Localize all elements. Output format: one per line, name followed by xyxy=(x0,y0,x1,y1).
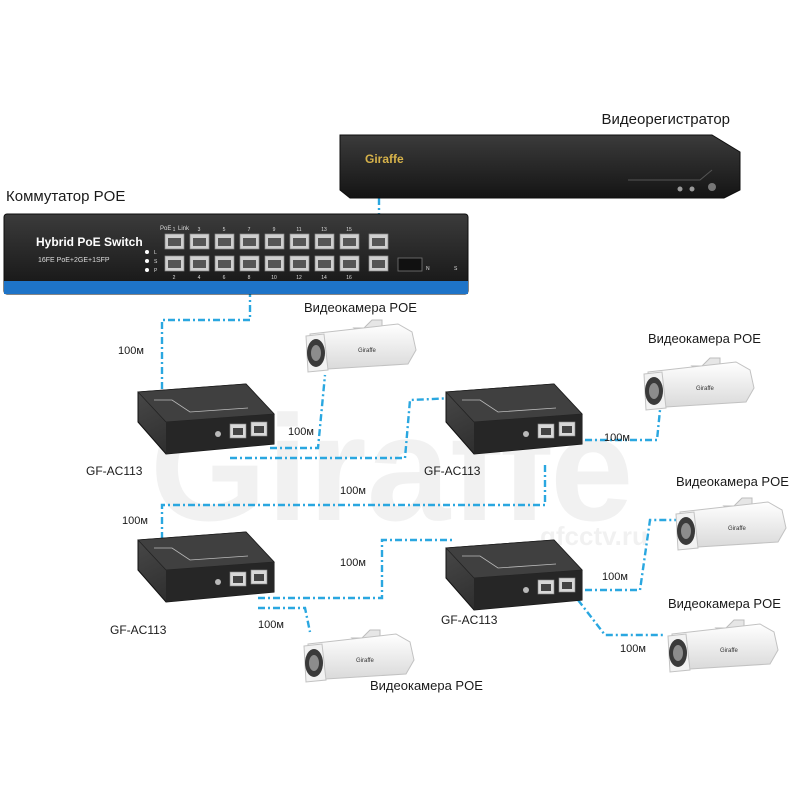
switch-port xyxy=(164,255,185,272)
switch-port xyxy=(189,233,210,250)
link-extender-4-camera-3 xyxy=(570,518,678,592)
distance-label: 100м xyxy=(340,557,366,569)
nvr-led-icon xyxy=(689,186,695,192)
distance-label: 100м xyxy=(604,432,630,444)
switch-port-number: 12 xyxy=(296,275,302,281)
nvr-brand: Giraffe xyxy=(365,152,404,166)
link-extender-3-extender-4 xyxy=(258,538,455,600)
camera-2: Giraffe xyxy=(643,357,755,411)
switch-port-number: 3 xyxy=(198,227,201,233)
switch-port-number: 15 xyxy=(346,227,352,233)
switch-port-number: 13 xyxy=(321,227,327,233)
switch-port-number: 8 xyxy=(248,275,251,281)
switch-indicators: L S P xyxy=(145,250,158,274)
distance-label: 100м xyxy=(620,643,646,655)
switch-port xyxy=(164,233,185,250)
camera-3-label: Видеокамера POE xyxy=(676,474,789,489)
switch-poe-label: PoE xyxy=(160,226,171,232)
camera-brand: Giraffe xyxy=(720,648,739,654)
switch-port-number: 2 xyxy=(173,275,176,281)
switch-port-number: 6 xyxy=(223,275,226,281)
switch-indicator-label: L xyxy=(154,250,157,256)
camera-brand: Giraffe xyxy=(356,658,375,664)
switch-port xyxy=(264,233,285,250)
camera-3: Giraffe xyxy=(675,497,787,551)
switch-port xyxy=(189,255,210,272)
nvr-device: Giraffe xyxy=(339,134,741,199)
link-extender-2-extender-3 xyxy=(160,465,547,545)
extender-4-label: GF-AC113 xyxy=(441,613,498,627)
poe-switch-device: Hybrid PoE Switch 16FE PoE+2GE+1SFP PoE … xyxy=(3,213,469,295)
switch-port xyxy=(264,255,285,272)
switch-port xyxy=(289,233,310,250)
switch-indicator-label: S xyxy=(154,259,158,265)
switch-port-number: 11 xyxy=(296,227,301,233)
distance-label: 100м xyxy=(602,571,628,583)
switch-port-number: 14 xyxy=(321,275,327,281)
link-switch-extender-1 xyxy=(160,290,252,390)
distance-label: 100м xyxy=(118,345,144,357)
switch-link-label: Link xyxy=(178,226,190,232)
camera-2-label: Видеокамера POE xyxy=(648,331,761,346)
switch-port xyxy=(314,233,335,250)
sfp-label: S xyxy=(454,266,458,272)
switch-port-number: 5 xyxy=(223,227,226,233)
camera-1: Giraffe xyxy=(305,319,417,373)
link-extender-2-camera-2 xyxy=(570,409,662,442)
extender-1-label: GF-AC113 xyxy=(86,464,143,478)
distance-label: 100м xyxy=(258,619,284,631)
extender-1 xyxy=(137,383,275,455)
extender-4 xyxy=(445,539,583,611)
link-extender-1-extender-2 xyxy=(230,396,456,460)
switch-brand: Hybrid PoE Switch xyxy=(36,235,143,249)
nvr-power-icon xyxy=(708,183,716,191)
nvr-title: Видеорегистратор xyxy=(602,111,730,128)
distance-label: 100м xyxy=(122,515,148,527)
camera-brand: Giraffe xyxy=(696,386,715,392)
camera-brand: Giraffe xyxy=(358,348,377,354)
camera-5-label: Видеокамера POE xyxy=(370,678,483,693)
switch-port xyxy=(289,255,310,272)
switch-port-number: 10 xyxy=(271,275,277,281)
switch-port xyxy=(314,255,335,272)
switch-stripe xyxy=(4,281,468,294)
sfp-port xyxy=(397,257,423,272)
switch-port xyxy=(339,255,360,272)
switch-port-number: 1 xyxy=(173,227,176,233)
camera-brand: Giraffe xyxy=(728,526,747,532)
switch-port-number: 7 xyxy=(248,227,251,233)
switch-port-number: 16 xyxy=(346,275,352,281)
camera-4-label: Видеокамера POE xyxy=(668,596,781,611)
distance-label: 100м xyxy=(340,485,366,497)
switch-port xyxy=(339,233,360,250)
extender-2 xyxy=(445,383,583,455)
camera-4: Giraffe xyxy=(667,619,779,673)
switch-title: Коммутатор POE xyxy=(6,188,125,205)
switch-port xyxy=(214,255,235,272)
camera-1-label: Видеокамера POE xyxy=(304,300,417,315)
camera-5: Giraffe xyxy=(303,629,415,683)
extender-3 xyxy=(137,531,275,603)
connection-links xyxy=(160,198,678,637)
uplink-port xyxy=(368,255,389,272)
switch-port-number: 4 xyxy=(198,275,201,281)
link-extender-1-camera-1 xyxy=(270,374,327,450)
switch-port xyxy=(214,233,235,250)
distance-label: 100м xyxy=(288,426,314,438)
nvr-led-icon xyxy=(677,186,683,192)
link-extender-4-camera-4 xyxy=(577,599,665,637)
switch-port xyxy=(239,233,260,250)
switch-indicator-label: P xyxy=(154,268,158,274)
switch-port xyxy=(239,255,260,272)
switch-spec: 16FE PoE+2GE+1SFP xyxy=(38,257,110,264)
uplink-port xyxy=(368,233,389,250)
link-extender-3-camera-5 xyxy=(258,606,312,633)
extender-3-label: GF-AC113 xyxy=(110,623,167,637)
extender-2-label: GF-AC113 xyxy=(424,464,481,478)
switch-port-number: 9 xyxy=(273,227,276,233)
sfp-label: N xyxy=(426,266,430,272)
